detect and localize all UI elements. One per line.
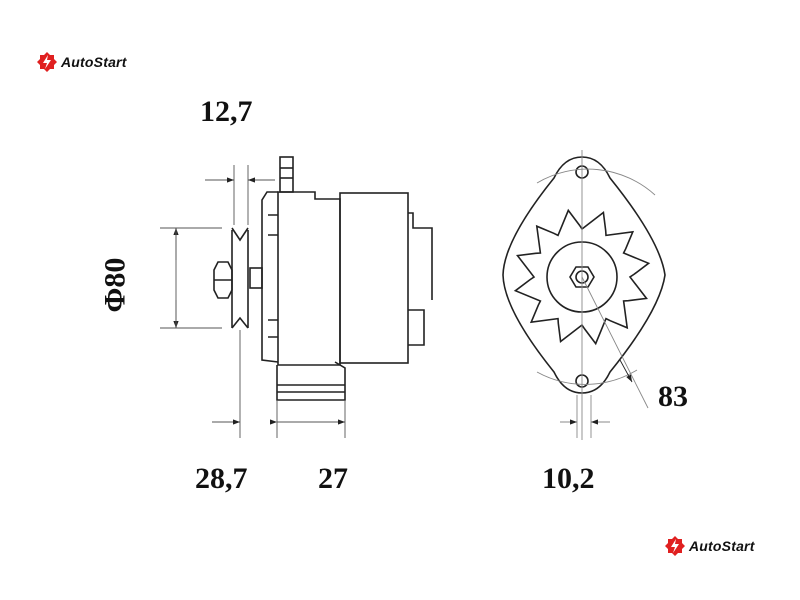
stator [339, 192, 409, 364]
front-housing [502, 156, 666, 394]
front-dimensions [536, 150, 656, 440]
pulley [231, 227, 249, 329]
mount-foot [276, 361, 346, 401]
dim-radius: 83 [658, 380, 688, 413]
shaft-collar [249, 267, 263, 289]
brand-name: AutoStart [689, 538, 755, 554]
brand-name: AutoStart [61, 54, 127, 70]
brand-logo-bottom: AutoStart [665, 536, 755, 556]
dim-top-width: 12,7 [200, 95, 253, 128]
autostart-gear-icon [37, 52, 57, 72]
autostart-gear-icon [665, 536, 685, 556]
front-plate [261, 191, 279, 363]
dim-mount-width: 27 [318, 462, 348, 495]
dim-ear-width: 10,2 [542, 462, 595, 495]
housing [277, 191, 341, 366]
dim-pulley-diameter: Φ80 [98, 257, 132, 313]
brand-logo-top: AutoStart [37, 52, 127, 72]
side-view [213, 156, 433, 401]
dim-front-offset: 28,7 [195, 462, 248, 495]
side-dimensions [160, 165, 346, 438]
terminal [279, 156, 294, 193]
hex-nut [569, 266, 595, 288]
rear-cover [408, 212, 433, 346]
pulley-nut [213, 261, 233, 299]
front-view [502, 156, 666, 394]
